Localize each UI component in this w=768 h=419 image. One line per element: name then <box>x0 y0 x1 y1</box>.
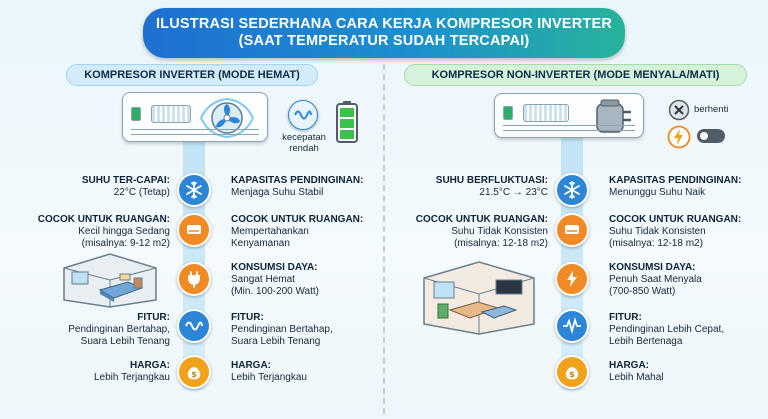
inverter-fan-icon <box>200 97 254 139</box>
battery-icon <box>336 101 358 143</box>
inverter-temp-value: 22°C (Tetap) <box>113 187 170 198</box>
non-inverter-snowflake-icon <box>555 173 589 207</box>
inverter-ac-unit <box>122 92 268 142</box>
non-inverter-pulse-icon <box>555 309 589 343</box>
non-inverter-temp-heading: SUHU BERFLUKTUASI: <box>435 175 548 186</box>
svg-text:$: $ <box>569 370 575 379</box>
inverter-room-heading: COCOK UNTUK RUANGAN: <box>37 214 170 225</box>
non-inverter-ac-unit <box>494 93 644 138</box>
non-inverter-bolt-icon <box>555 262 589 296</box>
inverter-feature-line-1: Pendinginan Bertahap, <box>68 324 170 335</box>
non-inverter-capacity-heading: KAPASITAS PENDINGINAN: <box>609 175 742 186</box>
inverter-coil <box>131 107 141 121</box>
non-inverter-feature-line-1: Pendinginan Lebih Cepat, <box>609 324 725 335</box>
non-inverter-room-heading: COCOK UNTUK RUANGAN: <box>415 214 548 225</box>
inverter-wave-icon <box>177 309 211 343</box>
non-inverter-ac-icon <box>555 213 589 247</box>
inverter-snowflake-icon <box>177 173 211 207</box>
speed-label-line-2: rendah <box>289 143 319 154</box>
inverter-capacity-value: Menjaga Suhu Stabil <box>231 187 324 198</box>
living-room-illustration <box>423 261 535 335</box>
non-inverter-spine <box>561 128 583 390</box>
non-inverter-power-line-2: (700-850 Watt) <box>609 286 676 297</box>
inverter-temp-heading: SUHU TER-CAPAI: <box>81 175 170 186</box>
stop-icon <box>668 99 690 121</box>
inverter-plug-icon <box>177 262 211 296</box>
inverter-temp-label: SUHU TER-CAPAI: 22°C (Tetap) <box>82 175 170 199</box>
speed-label: kecepatan rendah <box>278 132 330 154</box>
inverter-spine <box>183 128 205 390</box>
title-banner: ILUSTRASI SEDERHANA CARA KERJA KOMPRESOR… <box>143 8 625 58</box>
inverter-price2-value: Lebih Terjangkau <box>231 372 307 383</box>
non-inverter-capacity-label: KAPASITAS PENDINGINAN: Menunggu Suhu Nai… <box>609 175 741 199</box>
non-inverter-temp-label: SUHU BERFLUKTUASI: 21.5°C → 23°C <box>436 175 548 199</box>
power-toggle-switch <box>697 129 725 143</box>
non-inverter-feature-label: FITUR: Pendinginan Lebih Cepat, Lebih Be… <box>609 312 724 348</box>
non-inverter-capacity-value: Menunggu Suhu Naik <box>609 187 706 198</box>
non-inverter-room2-line-2: (misalnya: 12-18 m2) <box>609 238 703 249</box>
inverter-price-value: Lebih Terjangkau <box>94 372 170 383</box>
non-inverter-power-heading: KONSUMSI DAYA: <box>609 262 696 273</box>
inverter-price2-label: HARGA: Lebih Terjangkau <box>231 360 307 384</box>
inverter-money-icon: $ <box>177 355 211 389</box>
inverter-room-label: COCOK UNTUK RUANGAN: Kecil hingga Sedang… <box>38 214 170 250</box>
speed-label-line-1: kecepatan <box>282 132 326 143</box>
inverter-comfort-heading: COCOK UNTUK RUANGAN: <box>231 214 364 225</box>
stop-label: berhenti <box>694 104 729 115</box>
non-inverter-feature-heading: FITUR: <box>609 312 642 323</box>
inverter-capacity-label: KAPASITAS PENDINGINAN: Menjaga Suhu Stab… <box>231 175 363 199</box>
title-line-1: ILUSTRASI SEDERHANA CARA KERJA KOMPRESOR… <box>155 16 613 32</box>
non-inverter-power-label: KONSUMSI DAYA: Penuh Saat Menyala (700-8… <box>609 262 702 298</box>
non-inverter-room2-line-1: Suhu Tidak Konsisten <box>609 226 706 237</box>
inverter-price-heading: HARGA: <box>130 360 170 371</box>
inverter-power-heading: KONSUMSI DAYA: <box>231 262 318 273</box>
inverter-power-line-2: (Min. 100-200 Watt) <box>231 286 319 297</box>
inverter-feature2-line-1: Pendinginan Bertahap, <box>231 324 333 335</box>
inverter-room-line-2: (misalnya: 9-12 m2) <box>81 238 170 249</box>
non-inverter-room-label: COCOK UNTUK RUANGAN: Suhu Tidak Konsiste… <box>416 214 548 250</box>
non-inverter-vents <box>503 125 635 131</box>
inverter-power-line-1: Sangat Hemat <box>231 274 295 285</box>
inverter-feature2-line-2: Suara Lebih Tenang <box>231 336 321 347</box>
inverter-feature2-label: FITUR: Pendinginan Bertahap, Suara Lebih… <box>231 312 333 348</box>
inverter-room-line-1: Kecil hingga Sedang <box>78 226 170 237</box>
non-inverter-money-icon: $ <box>555 355 589 389</box>
title-line-2: (SAAT TEMPERATUR SUDAH TERCAPAI) <box>238 33 530 49</box>
inverter-grille <box>151 105 191 123</box>
inverter-feature2-heading: FITUR: <box>231 312 264 323</box>
non-inverter-coil <box>503 106 513 120</box>
inverter-feature-label: FITUR: Pendinginan Bertahap, Suara Lebih… <box>68 312 170 348</box>
inverter-feature-line-2: Suara Lebih Tenang <box>80 336 170 347</box>
low-speed-wave-icon <box>288 100 318 130</box>
inverter-capacity-heading: KAPASITAS PENDINGINAN: <box>231 175 364 186</box>
inverter-comfort-line-1: Mempertahankan <box>231 226 309 237</box>
non-inverter-grille <box>523 104 569 122</box>
non-inverter-price-value: Lebih Mahal <box>609 372 664 383</box>
non-inverter-temp-value: 21.5°C → 23°C <box>479 187 548 198</box>
inverter-header: KOMPRESOR INVERTER (MODE HEMAT) <box>66 64 318 86</box>
non-inverter-room2-heading: COCOK UNTUK RUANGAN: <box>609 214 742 225</box>
non-inverter-price-heading: HARGA: <box>609 360 649 371</box>
non-inverter-power-line-1: Penuh Saat Menyala <box>609 274 702 285</box>
inverter-price-label: HARGA: Lebih Terjangkau <box>94 360 170 384</box>
inverter-feature-heading: FITUR: <box>137 312 170 323</box>
non-inverter-feature-line-2: Lebih Bertenaga <box>609 336 683 347</box>
toggle-knob <box>700 132 708 140</box>
inverter-price2-heading: HARGA: <box>231 360 271 371</box>
inverter-ac-icon <box>177 213 211 247</box>
center-divider <box>383 64 385 414</box>
non-inverter-room-line-2: (misalnya: 12-18 m2) <box>454 238 548 249</box>
non-inverter-room2-label: COCOK UNTUK RUANGAN: Suhu Tidak Konsiste… <box>609 214 741 250</box>
non-inverter-room-line-1: Suhu Tidak Konsisten <box>451 226 548 237</box>
inverter-comfort-label: COCOK UNTUK RUANGAN: Mempertahankan Keny… <box>231 214 363 250</box>
svg-text:$: $ <box>191 370 197 379</box>
inverter-vents <box>131 129 259 135</box>
inverter-comfort-line-2: Kenyamanan <box>231 238 290 249</box>
bedroom-illustration <box>63 253 157 308</box>
non-inverter-price-label: HARGA: Lebih Mahal <box>609 360 663 384</box>
non-inverter-header: KOMPRESOR NON-INVERTER (MODE MENYALA/MAT… <box>404 64 747 86</box>
inverter-power-label: KONSUMSI DAYA: Sangat Hemat (Min. 100-20… <box>231 262 319 298</box>
power-bolt-icon <box>667 125 691 149</box>
